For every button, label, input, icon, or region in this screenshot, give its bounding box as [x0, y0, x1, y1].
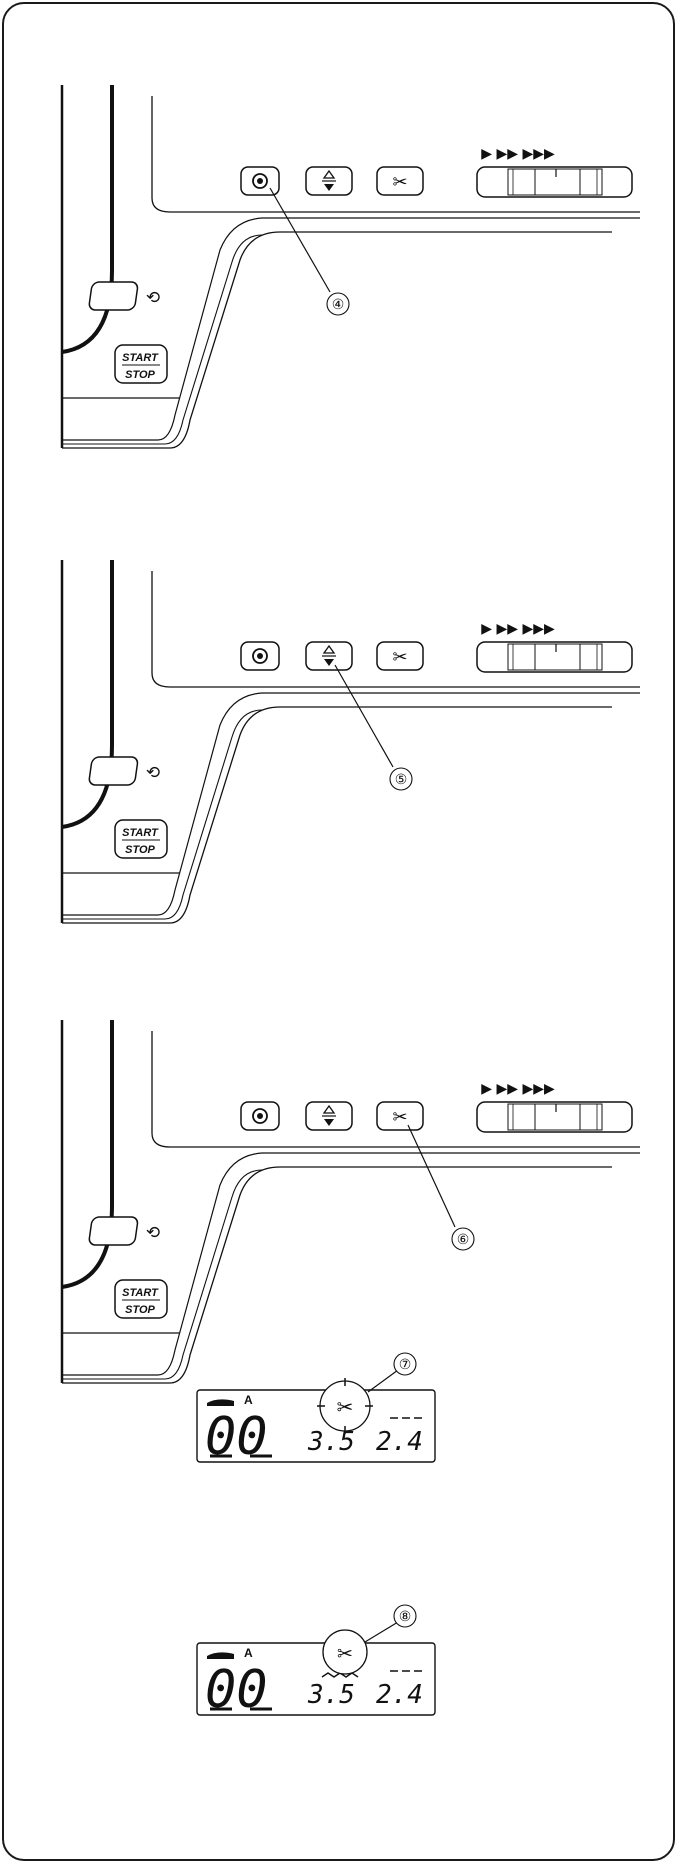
- up-down-button[interactable]: [305, 1101, 353, 1131]
- start-stop-button[interactable]: START STOP: [114, 344, 168, 384]
- stitch-length: 3.5: [307, 1427, 355, 1457]
- svg-text:✂: ✂: [337, 1395, 354, 1419]
- speed-slider[interactable]: ▶ ▶▶ ▶▶▶: [476, 146, 633, 198]
- needle-up-down-button[interactable]: [240, 641, 280, 671]
- needle-up-down-button[interactable]: [240, 166, 280, 196]
- svg-text:⟲: ⟲: [146, 763, 160, 783]
- start-label: START: [122, 827, 159, 839]
- speed-slider[interactable]: ▶ ▶▶ ▶▶▶: [476, 621, 633, 673]
- needle-up-down-button[interactable]: [240, 1101, 280, 1131]
- stitch-width: 2.4: [376, 1680, 423, 1710]
- start-stop-button[interactable]: START STOP: [114, 1279, 168, 1319]
- stop-label: STOP: [125, 1304, 155, 1316]
- reverse-stitch-button[interactable]: ⟲: [88, 281, 160, 311]
- stitch-length: 3.5: [307, 1680, 355, 1710]
- lcd-display-2: A 00 3.5 2.4 ✂ ⑧: [196, 1604, 436, 1720]
- lcd-display-1: A 00 3.5 2.4 ✂ ⑦: [196, 1352, 436, 1467]
- stitch-width: 2.4: [376, 1427, 423, 1457]
- speed-label: ▶ ▶▶ ▶▶▶: [481, 1081, 555, 1097]
- mode-letter: A: [244, 1393, 253, 1407]
- start-stop-button[interactable]: START STOP: [114, 819, 168, 859]
- thread-cutter-button[interactable]: ✂: [376, 1101, 424, 1131]
- speed-label: ▶ ▶▶ ▶▶▶: [481, 621, 555, 637]
- speed-label: ▶ ▶▶ ▶▶▶: [481, 146, 555, 162]
- speed-slider[interactable]: ▶ ▶▶ ▶▶▶: [476, 1081, 633, 1133]
- start-label: START: [122, 1287, 159, 1299]
- svg-text:✂: ✂: [337, 1643, 353, 1665]
- callout-5: ⑤: [395, 771, 408, 787]
- svg-text:⟲: ⟲: [146, 1223, 160, 1243]
- callout-8: ⑧: [399, 1608, 412, 1624]
- callout-4: ④: [332, 296, 345, 312]
- svg-text:✂: ✂: [392, 1107, 407, 1128]
- start-label: START: [122, 352, 159, 364]
- up-down-button[interactable]: [305, 166, 353, 196]
- mode-letter: A: [244, 1646, 253, 1660]
- pattern-number: 00: [205, 1660, 268, 1720]
- panel-3: ✂ ▶ ▶▶ ▶▶▶ ⟲ START STOP ⑥: [60, 1020, 640, 1384]
- thread-cutter-steady-icon: ✂: [322, 1629, 368, 1675]
- thread-cutter-blinking-icon: ✂: [317, 1378, 373, 1434]
- svg-text:✂: ✂: [392, 172, 407, 193]
- thread-cutter-button[interactable]: ✂: [376, 166, 424, 196]
- stop-label: STOP: [125, 369, 155, 381]
- reverse-stitch-button[interactable]: ⟲: [88, 756, 160, 786]
- callout-6: ⑥: [457, 1231, 470, 1247]
- panel-1: ✂ ▶ ▶▶ ▶▶▶ ⟲ START STOP ④: [60, 85, 640, 449]
- callout-7: ⑦: [399, 1356, 412, 1372]
- thread-cutter-button[interactable]: ✂: [376, 641, 424, 671]
- reverse-stitch-button[interactable]: ⟲: [88, 1216, 160, 1246]
- panel-2: ✂ ▶ ▶▶ ▶▶▶ ⟲ START STOP ⑤: [60, 560, 640, 924]
- stop-label: STOP: [125, 844, 155, 856]
- pattern-number: 00: [205, 1407, 268, 1467]
- svg-text:⟲: ⟲: [146, 288, 160, 308]
- up-down-button[interactable]: [305, 641, 353, 671]
- svg-text:✂: ✂: [392, 647, 407, 668]
